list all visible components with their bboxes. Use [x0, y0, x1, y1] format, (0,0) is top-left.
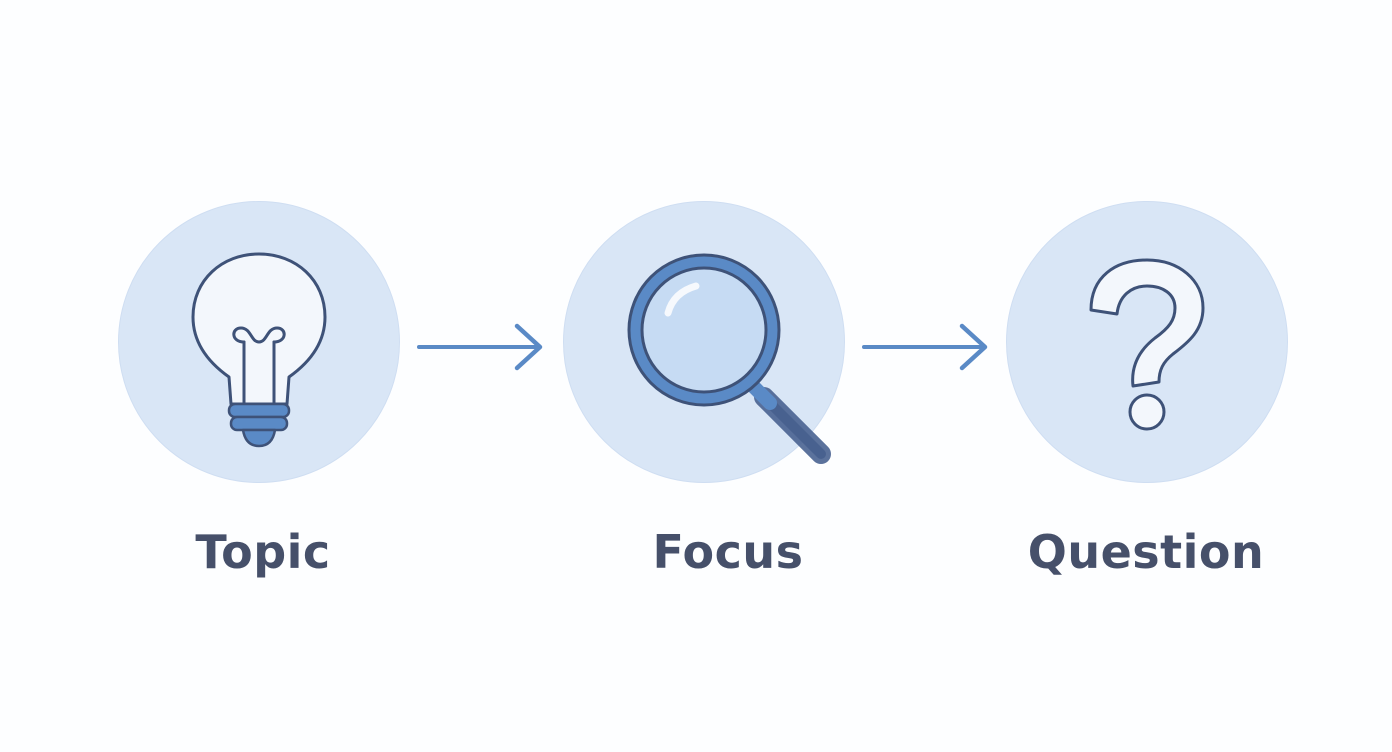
- lightbulb-icon: [191, 252, 327, 448]
- question-mark-icon: [1089, 258, 1205, 431]
- arrow-right-icon: [862, 323, 988, 371]
- magnifying-glass-icon: [627, 253, 831, 464]
- step-circle-topic: [118, 201, 400, 483]
- arrow-right-icon: [417, 323, 543, 371]
- step-label-question: Question: [1027, 525, 1265, 579]
- step-circle-focus: [563, 201, 845, 483]
- step-label-topic: Topic: [195, 525, 331, 579]
- step-label-focus: Focus: [652, 525, 804, 579]
- step-circle-question: [1006, 201, 1288, 483]
